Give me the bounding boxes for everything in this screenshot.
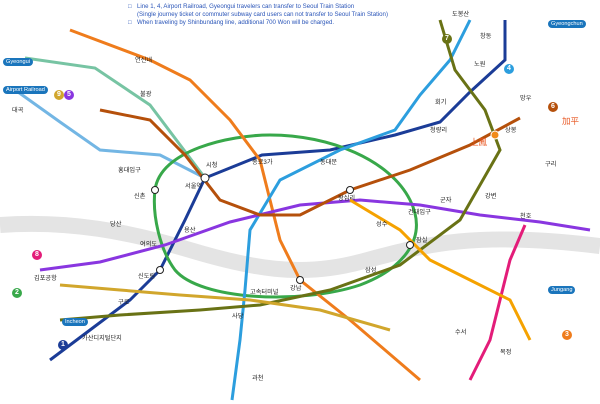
station-yongsan: 용산 bbox=[184, 227, 196, 234]
station-changdong: 창동 bbox=[480, 33, 492, 40]
station-guri: 구리 bbox=[545, 161, 557, 168]
station-yeouido: 여의도 bbox=[140, 241, 158, 248]
station-mangu: 망우 bbox=[520, 95, 532, 102]
station-gimpo-airport: 김포공항 bbox=[34, 275, 57, 282]
station-sadang: 사당 bbox=[232, 313, 244, 320]
highlight-gapyeong: 加平 bbox=[562, 116, 580, 126]
station-sinchon: 신촌 bbox=[134, 193, 146, 200]
note-bullet-2: □ bbox=[128, 20, 132, 26]
station-bokjeong: 복정 bbox=[500, 349, 512, 356]
station-sindorim: 신도림 bbox=[138, 273, 156, 280]
station-hongik: 홍대입구 bbox=[118, 167, 141, 174]
station-samseong: 삼성 bbox=[365, 267, 377, 274]
station-sangbong: 상봉 bbox=[505, 127, 517, 134]
station-suseo: 수서 bbox=[455, 329, 467, 336]
station-hoegi: 회기 bbox=[435, 99, 447, 106]
line-9-badge: 9 bbox=[54, 90, 64, 100]
station-dangsan: 당산 bbox=[110, 221, 122, 228]
station-jongno3ga: 종로3가 bbox=[252, 159, 273, 166]
ticket-note: (Single journey ticket or commuter subwa… bbox=[137, 11, 388, 18]
line-3-badge: 3 bbox=[562, 330, 572, 340]
station-gwacheon: 과천 bbox=[252, 375, 264, 382]
line-5 bbox=[39, 198, 591, 272]
note-bullet-1: □ bbox=[128, 4, 132, 10]
region-incheon: Incheon bbox=[62, 318, 88, 326]
station-gasan: 가산디지털단지 bbox=[82, 335, 122, 342]
station-dongdaemun: 동대문 bbox=[320, 159, 338, 166]
line-bundang bbox=[349, 198, 532, 341]
station-sinchon-marker bbox=[151, 186, 159, 194]
line-7-badge: 7 bbox=[442, 34, 452, 44]
station-city-hall: 시청 bbox=[206, 162, 218, 169]
station-gangnam: 강남 bbox=[290, 285, 302, 292]
han-river bbox=[0, 215, 600, 279]
region-gyeongui: Gyeongui bbox=[3, 58, 33, 66]
transfer-note: Line 1, 4, Airport Railroad, Gyeongui tr… bbox=[137, 3, 355, 10]
station-gangbyeon: 강변 bbox=[485, 193, 497, 200]
line-1 bbox=[49, 20, 507, 362]
line-5-badge: 5 bbox=[64, 90, 74, 100]
station-sangbong-marker bbox=[490, 130, 500, 140]
station-yeonsinnae: 연신내 bbox=[135, 57, 153, 64]
station-sindorim-marker bbox=[156, 266, 164, 274]
line-8-badge: 8 bbox=[32, 250, 42, 260]
station-seoul: 서울역 bbox=[185, 183, 203, 190]
line-9 bbox=[59, 283, 391, 332]
line-1-badge: 1 bbox=[58, 340, 68, 350]
line-6 bbox=[99, 108, 521, 217]
station-cheongnyangni: 청량리 bbox=[430, 127, 448, 134]
station-gunja: 군자 bbox=[440, 197, 452, 204]
line-7 bbox=[59, 19, 502, 322]
line-6-badge: 6 bbox=[548, 102, 558, 112]
station-dobongsan: 도봉산 bbox=[452, 11, 470, 18]
station-jamsil-marker bbox=[406, 241, 414, 249]
line-3 bbox=[69, 28, 421, 382]
region-gyeongchun: Gyeongchun bbox=[548, 20, 586, 28]
station-seongsu: 성수 bbox=[376, 221, 388, 228]
line-4 bbox=[230, 19, 472, 401]
station-nowon: 노원 bbox=[474, 61, 486, 68]
station-cheonho: 천호 bbox=[520, 213, 532, 220]
region-airport-railroad: Airport Railroad bbox=[3, 86, 48, 94]
station-seoul-marker bbox=[200, 173, 210, 183]
station-express-bus: 고속터미널 bbox=[250, 289, 279, 296]
region-jungang: Jungang bbox=[548, 286, 576, 294]
station-daegok: 대곡 bbox=[12, 107, 24, 114]
station-jamsil: 잠실 bbox=[416, 237, 428, 244]
line-4-badge: 4 bbox=[504, 64, 514, 74]
line-airport bbox=[17, 90, 206, 180]
station-wangsimni-marker bbox=[346, 186, 354, 194]
line-8 bbox=[468, 224, 527, 381]
line-gyeongui bbox=[24, 56, 207, 179]
station-konkuk: 건대입구 bbox=[408, 209, 431, 216]
station-wangsimni: 왕십리 bbox=[338, 195, 356, 202]
station-guro: 구로 bbox=[118, 299, 130, 306]
highlight-sangbong: 上鳳 bbox=[470, 137, 488, 147]
station-bulgwang: 불광 bbox=[140, 91, 152, 98]
line-2-badge: 2 bbox=[12, 288, 22, 298]
station-gangnam-marker bbox=[296, 276, 304, 284]
fare-note: When traveling by Shinbundang line, addi… bbox=[137, 19, 335, 26]
